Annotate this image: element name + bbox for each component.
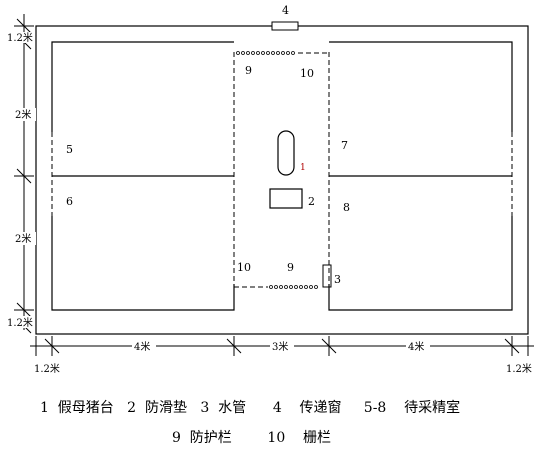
label-6: 6 — [66, 195, 73, 208]
label-1: 1 — [300, 163, 306, 173]
label-3: 3 — [334, 273, 341, 286]
dim-left-upper: 2米 — [15, 108, 31, 121]
right-block — [328, 41, 513, 311]
label-8: 8 — [343, 201, 350, 214]
label-2: 2 — [308, 195, 315, 208]
left-dimension-line — [14, 14, 34, 334]
dim-bottom-4m-left: 4米 — [134, 340, 150, 353]
bottom-protective-rail — [269, 285, 318, 289]
dim-bottom-3m: 3米 — [272, 340, 288, 353]
dummy-sow-stand — [277, 130, 295, 176]
label-9-bottom: 9 — [287, 261, 294, 274]
anti-slip-mat — [269, 188, 303, 209]
label-9-top: 9 — [245, 64, 252, 77]
legend-line-2: 9 防护栏 10 栅栏 — [172, 430, 331, 446]
label-10-top: 10 — [300, 67, 314, 80]
label-5: 5 — [66, 143, 73, 156]
label-7: 7 — [341, 139, 348, 152]
dim-bottom-right-corner: 1.2米 — [506, 362, 532, 375]
dim-bottom-4m-right: 4米 — [408, 340, 424, 353]
water-pipe — [322, 264, 332, 288]
label-4: 4 — [282, 4, 289, 17]
left-block — [51, 41, 235, 311]
top-protective-rail — [236, 51, 295, 55]
dim-bottom-left: 1.2米 — [7, 316, 33, 329]
dim-top-left: 1.2米 — [7, 31, 33, 44]
legend-line-1: 1 假母猪台 2 防滑垫 3 水管 4 传递窗 5-8 待采精室 — [40, 399, 460, 416]
transfer-window — [271, 21, 299, 31]
label-10-bottom: 10 — [237, 261, 251, 274]
dim-left-lower: 2米 — [15, 232, 31, 245]
dim-bottom-left-corner: 1.2米 — [34, 362, 60, 375]
